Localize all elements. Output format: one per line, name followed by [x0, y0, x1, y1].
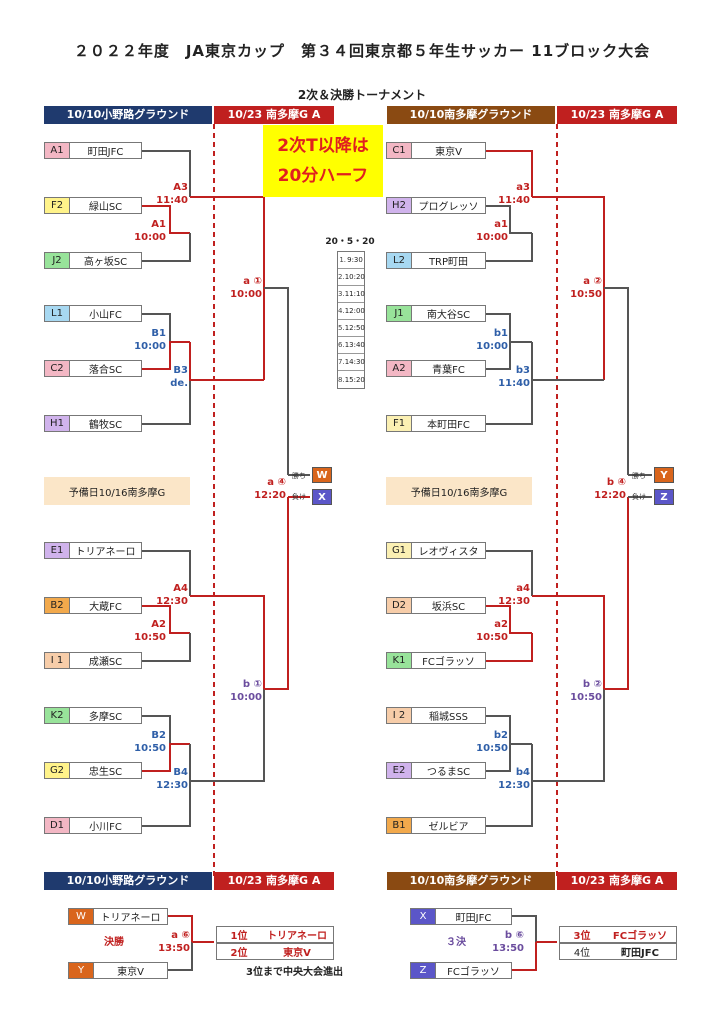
schedule-slot: 2.10:20	[338, 269, 365, 286]
rank-row-2: 2位東京V	[216, 943, 334, 960]
footer-right-final: 10/23 南多摩G A	[557, 872, 677, 890]
loser-slot-x: X	[312, 489, 332, 505]
lose-label: 負け	[632, 493, 646, 501]
schedule-slot: 8.15:20	[338, 375, 365, 384]
footer-left-final: 10/23 南多摩G A	[214, 872, 334, 890]
half-notice: 2次T以降は 20分ハーフ	[263, 125, 383, 197]
rank-row-1: 1位トリアネーロ	[216, 926, 334, 943]
third-label: ３決	[446, 937, 466, 948]
header-left-ground: 10/10小野路グラウンド	[44, 106, 212, 124]
notice-line2: 20分ハーフ	[277, 166, 369, 186]
schedule-slot: 7.14:30	[338, 354, 365, 371]
loser-slot-z: Z	[654, 489, 674, 505]
lose-label: 負け	[292, 493, 306, 501]
reserve-day-right: 予備日10/16南多摩G	[386, 477, 532, 505]
footer-right-ground: 10/10南多摩グラウンド	[387, 872, 555, 890]
notice-line1: 2次T以降は	[277, 136, 369, 156]
page-title: ２０２２年度 JA東京カップ 第３４回東京都５年生サッカー 11ブロック大会	[73, 42, 651, 60]
schedule-slot: 4.12:00	[338, 303, 365, 320]
schedule-slot: 1.9:30	[338, 252, 364, 269]
advance-note: 3位まで中央大会進出	[246, 967, 343, 978]
rank-row-4: 4位町田JFC	[559, 943, 677, 960]
footer-left-ground: 10/10小野路グラウンド	[44, 872, 212, 890]
schedule-slot: 3.11:10	[338, 286, 365, 303]
win-label: 勝ち	[632, 472, 646, 480]
winner-slot-y: Y	[654, 467, 674, 483]
schedule-slot: 6.13:40	[338, 337, 365, 354]
header-right-final: 10/23 南多摩G A	[557, 106, 677, 124]
win-label: 勝ち	[292, 472, 306, 480]
schedule-slot: 5.12:50	[338, 320, 365, 337]
final-label: 決勝	[104, 937, 124, 948]
header-left-final: 10/23 南多摩G A	[214, 106, 334, 124]
header-right-ground: 10/10南多摩グラウンド	[387, 106, 555, 124]
schedule-table: 1.9:30 2.10:20 3.11:10 4.12:00 5.12:50 6…	[337, 251, 365, 389]
page-subtitle: 2次＆決勝トーナメント	[297, 88, 427, 102]
schedule-title: 20・5・20	[325, 237, 375, 247]
reserve-day-left: 予備日10/16南多摩G	[44, 477, 190, 505]
winner-slot-w: W	[312, 467, 332, 483]
